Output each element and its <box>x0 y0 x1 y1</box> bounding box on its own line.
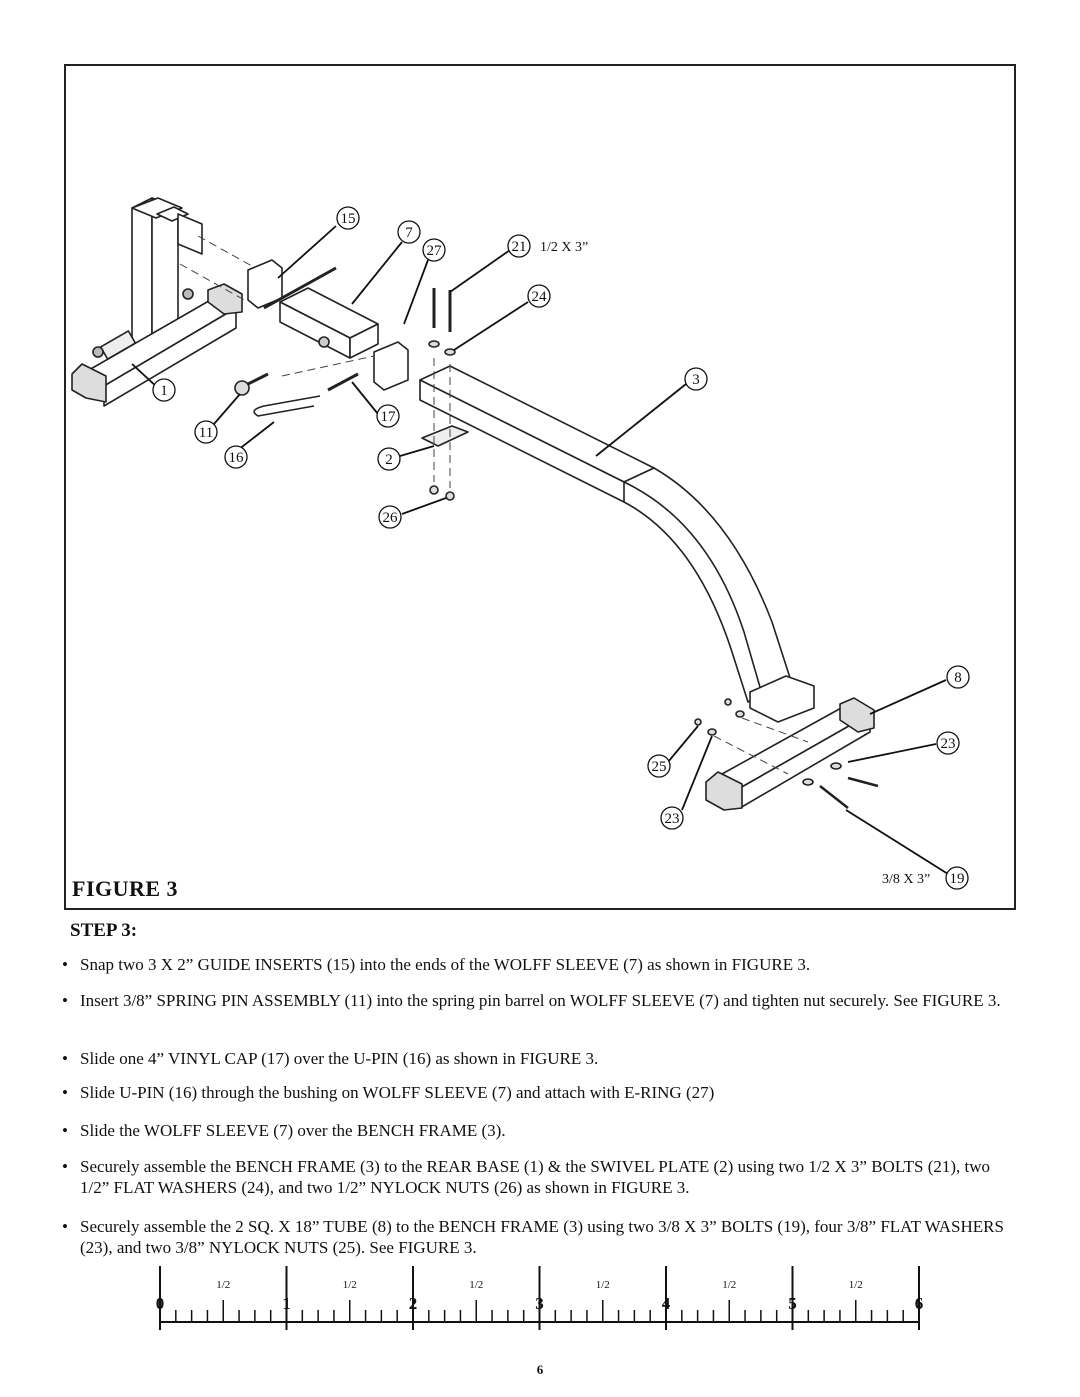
callout-2: 2 <box>377 447 401 471</box>
inch-label: 3 <box>535 1294 544 1313</box>
svg-text:7: 7 <box>405 225 413 241</box>
callout-26: 26 <box>378 505 402 529</box>
callout-24: 24 <box>527 284 551 308</box>
bullet-marker: • <box>62 991 68 1010</box>
figure-frame: 15 7 27 21 24 3 1 11 17 16 2 26 8 23 25 … <box>64 64 1016 910</box>
swivel-plate-part <box>421 425 469 447</box>
inch-label: 4 <box>662 1294 671 1313</box>
callout-8: 8 <box>946 665 970 689</box>
callout-19: 19 <box>945 866 969 890</box>
half-inch-label: 1/2 <box>596 1279 610 1291</box>
svg-text:15: 15 <box>341 211 356 227</box>
inch-label: 2 <box>409 1294 418 1313</box>
bullet-marker: • <box>62 1083 68 1102</box>
callout-25: 25 <box>647 754 671 778</box>
half-inch-label: 1/2 <box>343 1279 357 1291</box>
inch-label: 1 <box>282 1294 291 1313</box>
svg-text:1: 1 <box>160 383 168 399</box>
half-inch-label: 1/2 <box>849 1279 863 1291</box>
bench-frame-part <box>419 365 815 723</box>
svg-text:24: 24 <box>532 289 548 305</box>
inch-label: 0 <box>156 1294 165 1313</box>
callout-7: 7 <box>397 220 421 244</box>
exploded-assembly-drawing: 15 7 27 21 24 3 1 11 17 16 2 26 8 23 25 … <box>71 197 970 890</box>
callout-15: 15 <box>336 206 360 230</box>
inch-label: 5 <box>788 1294 797 1313</box>
svg-text:19: 19 <box>950 871 965 887</box>
callout-23-upper: 23 <box>936 731 960 755</box>
instruction-text: Slide one 4” VINYL CAP (17) over the U-P… <box>80 1049 599 1068</box>
callout-1: 1 <box>152 378 176 402</box>
callout-11: 11 <box>194 420 218 444</box>
bolt-part <box>819 785 849 809</box>
instruction-item: • Slide the WOLFF SLEEVE (7) over the BE… <box>62 1120 1022 1141</box>
svg-text:23: 23 <box>665 811 680 827</box>
bolt-size-label-21: 1/2 X 3” <box>540 240 588 255</box>
front-tube-part <box>705 697 875 811</box>
svg-text:27: 27 <box>427 243 443 259</box>
svg-text:8: 8 <box>954 670 962 686</box>
rear-base-part <box>71 197 243 407</box>
u-pin-part <box>253 395 321 417</box>
callout-16: 16 <box>224 445 248 469</box>
svg-text:17: 17 <box>381 409 397 425</box>
callout-21: 21 <box>507 234 531 258</box>
page-number: 6 <box>536 1362 544 1377</box>
bullet-marker: • <box>62 1049 68 1068</box>
half-inch-label: 1/2 <box>469 1279 483 1291</box>
bullet-marker: • <box>62 1121 68 1140</box>
bullet-marker: • <box>62 1217 68 1236</box>
callout-23-lower: 23 <box>660 806 684 830</box>
svg-text:2: 2 <box>385 452 393 468</box>
spring-pin-part <box>234 372 269 396</box>
instruction-text: Slide the WOLFF SLEEVE (7) over the BENC… <box>80 1121 506 1140</box>
instruction-text: Snap two 3 X 2” GUIDE INSERTS (15) into … <box>80 955 811 974</box>
svg-text:23: 23 <box>941 736 956 752</box>
svg-text:11: 11 <box>199 425 213 441</box>
inch-label: 6 <box>915 1294 924 1313</box>
guide-insert-part <box>373 341 409 391</box>
half-inch-label: 1/2 <box>216 1279 230 1291</box>
half-inch-label: 1/2 <box>722 1279 736 1291</box>
bullet-marker: • <box>62 955 68 974</box>
callout-27: 27 <box>422 238 446 262</box>
svg-text:26: 26 <box>383 510 399 526</box>
instruction-item: • Slide one 4” VINYL CAP (17) over the U… <box>62 1048 1022 1069</box>
figure-title: FIGURE 3 <box>72 876 179 901</box>
svg-text:21: 21 <box>512 239 527 255</box>
instruction-item: • Insert 3/8” SPRING PIN ASSEMBLY (11) i… <box>62 990 1022 1011</box>
wolff-sleeve-part <box>279 287 379 359</box>
bolt-part <box>847 776 879 788</box>
bolt-size-label-19: 3/8 X 3” <box>882 872 930 887</box>
instruction-item: • Snap two 3 X 2” GUIDE INSERTS (15) int… <box>62 954 1022 975</box>
svg-text:25: 25 <box>652 759 667 775</box>
instruction-text: Securely assemble the BENCH FRAME (3) to… <box>80 1157 991 1197</box>
step-title: STEP 3: <box>70 920 138 941</box>
instruction-item: • Securely assemble the BENCH FRAME (3) … <box>62 1156 1022 1198</box>
instruction-item: • Slide U-PIN (16) through the bushing o… <box>62 1082 1022 1103</box>
callout-3: 3 <box>684 367 708 391</box>
callout-17: 17 <box>376 404 400 428</box>
instruction-item: • Securely assemble the 2 SQ. X 18” TUBE… <box>62 1216 1022 1258</box>
instruction-text: Insert 3/8” SPRING PIN ASSEMBLY (11) int… <box>80 991 1001 1010</box>
svg-text:16: 16 <box>229 450 245 466</box>
bullet-marker: • <box>62 1157 68 1176</box>
instruction-text: Slide U-PIN (16) through the bushing on … <box>80 1083 715 1102</box>
instruction-text: Securely assemble the 2 SQ. X 18” TUBE (… <box>80 1217 1004 1257</box>
inch-ruler: 0 1/2 1 1/2 2 1/2 3 1/2 4 1/2 5 1/2 6 <box>156 1266 924 1330</box>
svg-text:3: 3 <box>692 372 700 388</box>
